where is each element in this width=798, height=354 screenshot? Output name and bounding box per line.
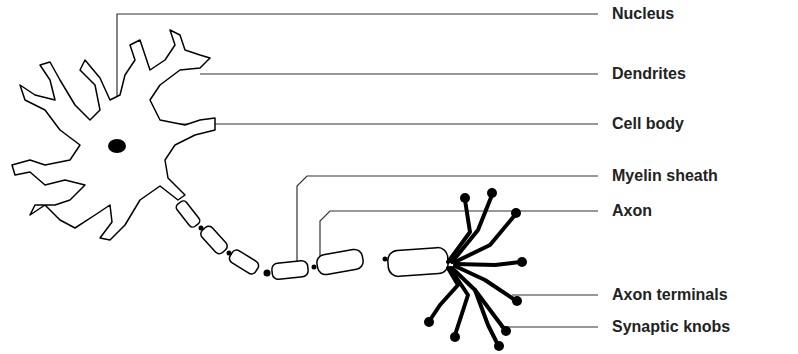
leader-line [152, 123, 598, 124]
part-label: Cell body [612, 114, 684, 134]
node-of-ranvier [227, 251, 232, 256]
part-label: Myelin sheath [612, 166, 718, 186]
terminal-branch [475, 290, 505, 330]
cell-body-outline [12, 30, 215, 240]
node-of-ranvier [264, 270, 271, 277]
myelin-segment [199, 224, 229, 256]
node-of-ranvier [199, 226, 204, 231]
nucleus-dot [108, 139, 126, 153]
leader-line [500, 326, 598, 327]
terminal-branch [430, 268, 458, 320]
myelin-segment [271, 260, 308, 280]
part-label: Dendrites [612, 64, 686, 84]
node-of-ranvier [383, 257, 388, 262]
synaptic-knob [460, 193, 470, 203]
synaptic-knob [517, 257, 527, 267]
myelin-segments [175, 199, 449, 280]
axon-terminal-branches [430, 195, 520, 345]
terminal-branch [455, 266, 515, 300]
myelin-segment [175, 199, 202, 228]
synaptic-knob [494, 341, 504, 351]
terminal-branch [455, 262, 520, 265]
terminal-branch [455, 215, 515, 262]
synaptic-knob [450, 332, 460, 342]
part-label: Synaptic knobs [612, 317, 730, 337]
synaptic-knob [424, 317, 434, 327]
synaptic-knob [512, 296, 522, 306]
part-label: Axon [612, 201, 652, 221]
myelin-segment [228, 248, 261, 276]
node-of-ranvier [312, 265, 317, 270]
synaptic-knob-dots [424, 188, 527, 351]
leader-line [200, 73, 598, 74]
synaptic-knob [487, 188, 497, 198]
leader-line [512, 294, 598, 295]
myelin-segment [387, 247, 449, 277]
synaptic-knob [501, 326, 511, 336]
part-label: Nucleus [612, 4, 674, 24]
part-label: Axon terminals [612, 285, 728, 305]
myelin-segment [316, 248, 365, 276]
synaptic-knob [511, 208, 521, 218]
nodes-of-ranvier [199, 226, 388, 277]
